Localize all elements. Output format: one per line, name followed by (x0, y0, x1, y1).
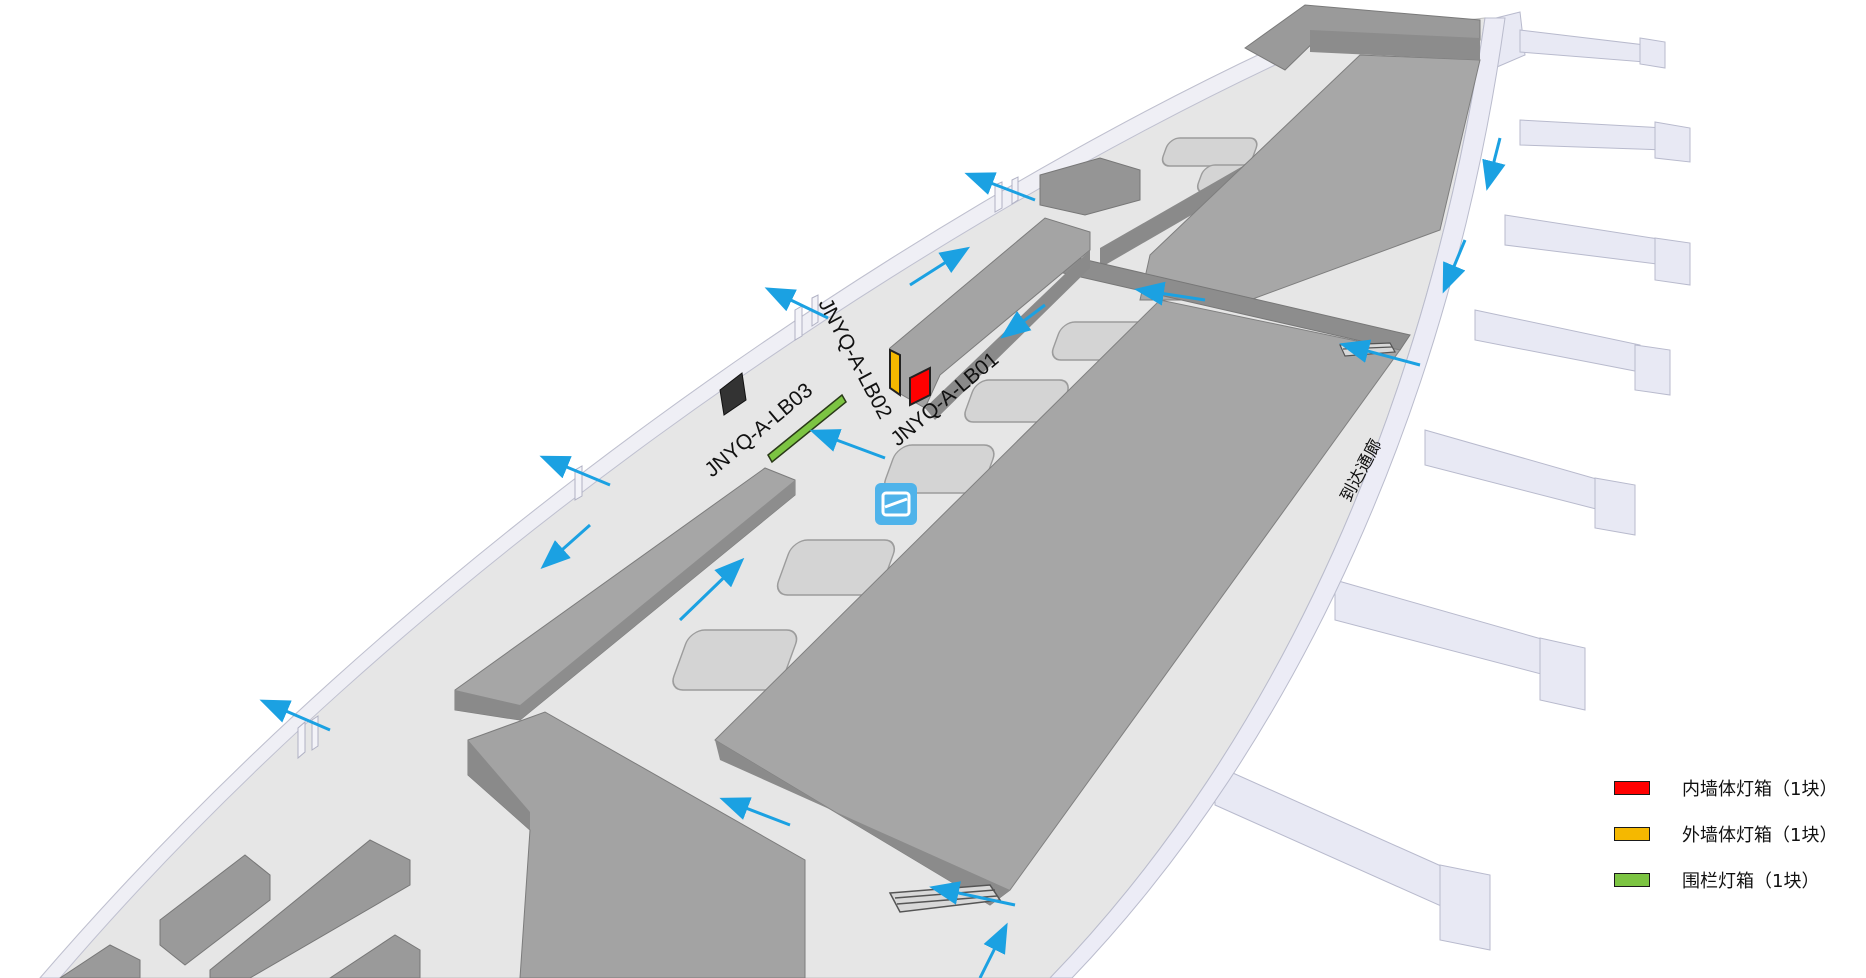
fence-lightbox-lb03 (767, 393, 847, 464)
legend-swatch-red (1614, 781, 1650, 795)
box-bottom-2 (209, 839, 411, 978)
legend-item-fence: 围栏灯箱（1块） (1600, 867, 1850, 913)
lower-stepped-block (467, 711, 806, 978)
dark-sign-panel (719, 372, 747, 416)
legend-swatch-green (1614, 873, 1650, 887)
security-check-icon (875, 483, 917, 525)
kiosk-top (1039, 157, 1141, 216)
jet-bridge-4 (1474, 309, 1671, 396)
light-boxes (719, 348, 931, 464)
jet-bridge-1 (1479, 11, 1666, 71)
box-bottom-4 (59, 944, 141, 978)
flow-arrow-icon (259, 137, 1506, 978)
jet-bridges (1214, 11, 1691, 951)
jet-bridge-7 (1214, 764, 1491, 951)
jet-bridge-3 (1504, 214, 1691, 286)
legend-item-inner-wall: 内墙体灯箱（1块） (1600, 775, 1850, 821)
box-bottom-3 (329, 934, 421, 978)
jet-bridge-6 (1334, 579, 1586, 711)
legend-label: 外墙体灯箱（1块） (1682, 825, 1838, 846)
legend-label: 内墙体灯箱（1块） (1682, 779, 1838, 800)
legend-item-outer-wall: 外墙体灯箱（1块） (1600, 821, 1850, 867)
legend-label: 围栏灯箱（1块） (1682, 871, 1820, 892)
map-legend: 内墙体灯箱（1块） 外墙体灯箱（1块） 围栏灯箱（1块） (1600, 775, 1850, 913)
box-bottom-1 (159, 854, 271, 966)
jet-bridge-2 (1519, 119, 1691, 163)
legend-swatch-yellow (1614, 827, 1650, 841)
jet-bridge-5 (1424, 429, 1636, 536)
outer-wall-lightbox-lb02 (889, 348, 901, 397)
airside-corridor (1049, 17, 1506, 978)
building-volumes (59, 4, 1481, 978)
inner-wall-lightbox-lb01 (909, 366, 931, 407)
